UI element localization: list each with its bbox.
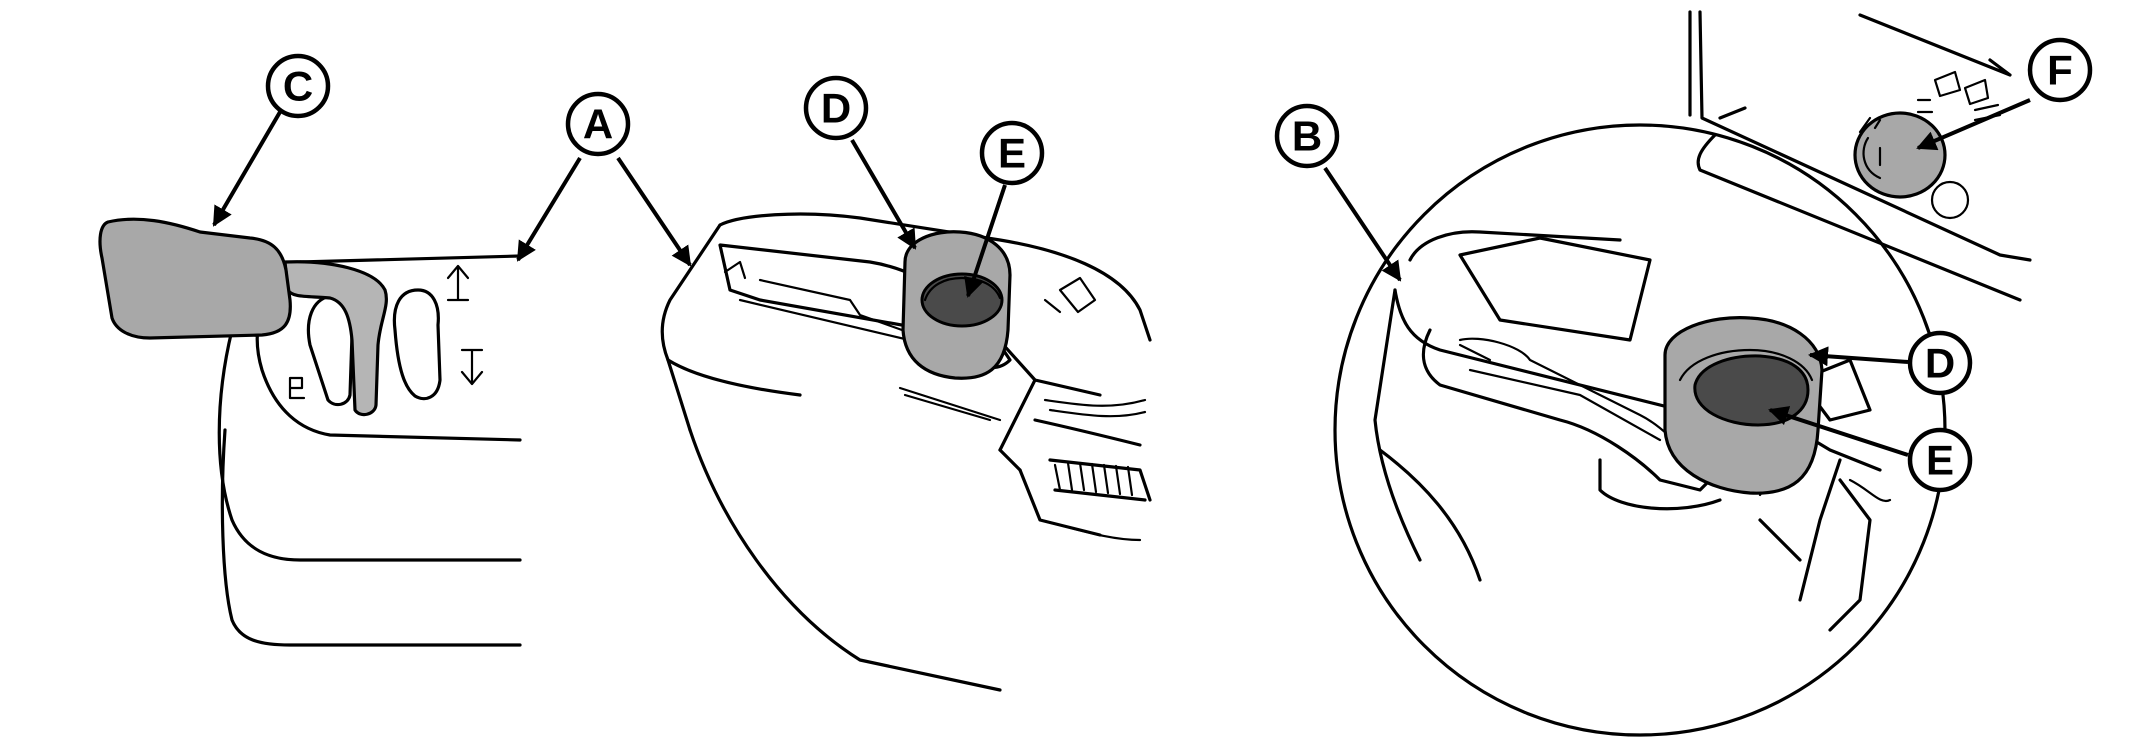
ribbed-hose — [1053, 461, 1134, 497]
detail-knob-dial — [1693, 354, 1810, 427]
svg-text:D: D — [821, 85, 851, 132]
hitch-lever-handle — [98, 217, 292, 340]
callout-f: F — [2027, 37, 2093, 103]
callout-e-left: E — [979, 120, 1045, 186]
dashboard-symbols — [1916, 70, 2002, 220]
magnified-detail-view — [1333, 10, 2032, 737]
callout-d-right: D — [1907, 330, 1973, 396]
pointer-arrows — [212, 98, 2031, 457]
pointer-e2 — [1768, 406, 1909, 457]
svg-text:E: E — [1926, 437, 1954, 484]
pointer-a-right — [616, 156, 692, 267]
svg-text:C: C — [283, 63, 313, 110]
dashboard-switch — [1853, 111, 1947, 199]
pointer-a-left — [516, 156, 582, 262]
callout-e-right: E — [1907, 427, 1973, 493]
console-knob-view — [660, 212, 1152, 692]
svg-text:D: D — [1925, 340, 1955, 387]
pointer-d1 — [850, 138, 917, 250]
pointer-e1 — [964, 184, 1007, 298]
svg-text:E: E — [998, 130, 1026, 177]
callout-c: C — [265, 53, 331, 119]
pointer-f — [1916, 98, 2031, 151]
lever-console-view — [98, 217, 522, 647]
callout-d-left: D — [803, 75, 869, 141]
pointer-d2 — [1808, 346, 1909, 367]
callout-a: A — [565, 91, 631, 157]
raise-lower-symbols — [288, 264, 484, 400]
position-knob-dial — [920, 272, 1004, 328]
svg-text:A: A — [583, 101, 613, 148]
pointer-c — [212, 110, 282, 227]
svg-text:F: F — [2047, 47, 2073, 94]
svg-text:B: B — [1292, 113, 1322, 160]
pointer-b — [1323, 166, 1402, 282]
callout-b: B — [1274, 103, 1340, 169]
